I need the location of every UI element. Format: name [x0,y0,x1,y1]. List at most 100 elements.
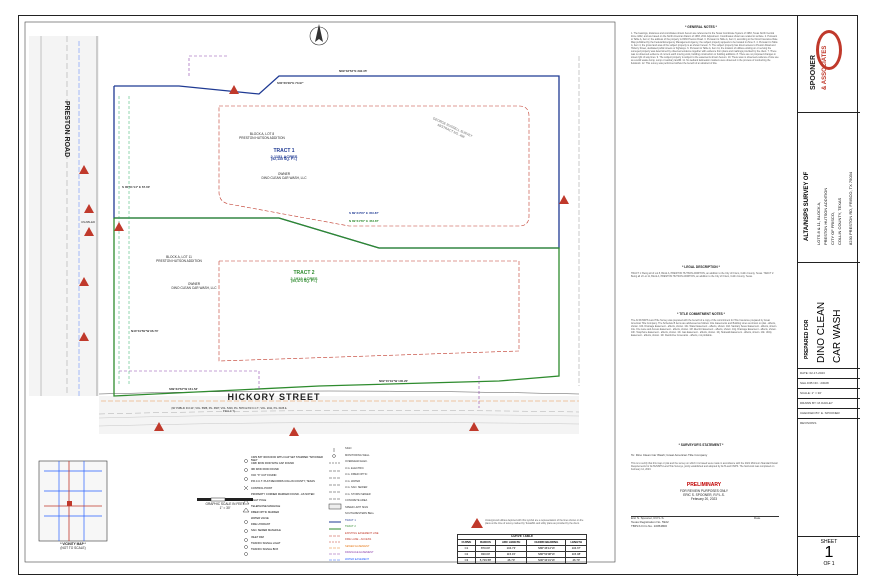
general-notes-title: * GENERAL NOTES * [685,25,717,29]
sheet-label: SHEET [820,539,838,545]
legend-item: FIRE LANE - ACCESS [345,538,372,541]
title-commit-body: The ALTA/NSPS Land Title Survey was prep… [631,319,777,337]
legend-item: FIBER OPTIC MARKER [251,511,280,515]
legend-item: CIRS 5/8" IRON ROD WITH CAP SET STAMPED … [251,456,323,462]
underground-note: Underground utilities depicted with this… [485,519,584,525]
sign-name: Eric S. Spooner, R.P.L.S. [631,516,665,520]
legend-item: WATER EASEMENT [345,557,370,561]
plan-drawing [24,21,616,563]
survey-sheet: PRESTON ROAD HICKORY STREET (60' PUBLIC … [18,15,860,576]
legend-item: SIGN [345,447,352,450]
road-hickory-sub: (60' PUBLIC R.O.W.; VOL. 5688, PG. 3667;… [171,407,287,413]
legend-item: TELEPHONE MANHOLE [251,504,281,508]
bearing-west: N40°31'59"W 96.70' [131,329,159,333]
curve-table-cell: N00°34'31"W [526,556,567,564]
vicinity-map [38,460,108,542]
legend-item: WATER VALVE [251,517,269,521]
lot-line-1: LOTS 8 & 11, BLOCK A, [816,201,821,245]
legend-item: PROPERTY CORNER MARKER FOUND - AS NOTED [251,492,315,496]
legend-symbols [242,448,342,561]
tb-date: DATE: 02-17-2023 [800,371,825,375]
bearing-south: N82°15'19"W 100.20' [379,379,409,383]
prelim-name: ERIC S. SPOONER, R.P.L.S. [683,493,725,497]
legend-item: SEWER EASEMENT [345,544,370,548]
project-address: 8230 PRESTON RD, FRISCO, TX 75034 [848,172,853,245]
tb-scale: SCALE: 1" = 30' [800,391,822,395]
legend-item: SPEED LIMIT SIGN [345,505,369,509]
lot-line-2: PRESTON HUTSON ADDITION [823,187,828,245]
sheet-number: 1 [824,544,834,561]
tb-job: S&A JOB NO.: 23028 [800,381,829,385]
survey-title: ALTA/NSPS SURVEY OF [804,171,810,241]
tb-revisions: REVISIONS [800,421,817,425]
lot-line-3: CITY OF FRISCO, [830,211,835,245]
legal-title: * LEGAL DESCRIPTION * [682,265,720,269]
curve-table-cell: 5,729.58' [474,556,497,564]
legend-item: U.G. FIBER OPTIC [345,473,368,476]
tb-checked: CHECKED BY: E. SPOONER [800,411,840,415]
prepared-for: PREPARED FOR [804,319,810,359]
surveyor-title: * SURVEYOR'S STATEMENT * [678,443,724,447]
north-arrow [309,24,329,46]
tract2-label: TRACT 2 2.1919 ACRES (95,473 SQ. FT.) [290,270,318,284]
legend-item: LIGHT POLE [251,498,267,502]
curve-table-title: CURVE TABLE [457,534,587,539]
legend-item: U.G. WATER [345,479,361,483]
legend-item: EXISTING EASEMENT LINE [345,531,379,535]
prelim-stamp: PRELIMINARY [686,482,722,488]
general-notes-body: 1. The bearings, distances and coordinat… [631,32,779,65]
unabled-label: UNABLED [81,220,96,224]
legend-item: U.G. STORM SEWER [345,492,371,496]
legend-item: TRACT 1 [345,518,356,522]
legal-body: TRACT 1: Being all of Lot 8, Block A, PR… [631,272,774,278]
firm-logo: SPOONER & ASSOCIATES [802,22,856,92]
legend-item: MONITORING WELL [345,453,370,457]
sheet-of: OF 1 [823,561,835,567]
surveyor-to: To: Dino Clean Car Wash; Great American … [631,453,708,457]
legend-item: CIRF IRON ROD WITH CAP FOUND [251,462,295,466]
legend-item: TRACT 2 [345,525,356,528]
curve-table-cell: 46.70' [565,556,587,564]
legend-item: SAN. SEWER MANHOLE [251,529,281,533]
legend-item: TRAFFIC SIGNAL LIGHT [251,541,281,545]
vicinity-title: * VICINITY MAP * [60,542,86,546]
graphic-scale [197,497,253,502]
prelim-sub: FOR REVIEW PURPOSES ONLY [679,489,729,493]
road-preston-label: PRESTON ROAD [63,100,70,158]
scale-label: GRAPHIC SCALE IN FEET [205,502,245,506]
tb-drawn: DRAWN BY: M.OAKLEY [800,401,833,405]
sign-date: Date [754,516,761,520]
legend-item: TRAFFIC SIGNAL BOX [251,547,279,551]
legend-item: P.R.C.C.T. PLAT RECORDS COLLIN COUNTY, T… [251,480,315,484]
legend-item: SOUTHWESTERN BELL [345,512,375,515]
tract1-boundary [113,75,560,249]
legend-item: U.G. ELECTRIC [345,466,364,470]
bearing-mid-top: S 89°34'56" E 453.87' [349,211,379,215]
title-block: SPOONER & ASSOCIATES ALTA/NSPS SURVEY OF… [797,16,860,576]
tract1-label: TRACT 1 2.1151 ACRES (92,135 SQ. FT.) [270,148,298,162]
tract2-boundary [113,217,560,397]
client-name-1: DINO CLEAN [816,301,827,363]
bearing-mid-bot: N 89°34'56" E 453.87' [349,219,379,223]
bearing-west2: S 00°51'14" E 67.00' [122,185,151,189]
road-hickory-label: HICKORY STREET [227,392,321,402]
title-commit-title: * TITLE COMMITMENT NOTES * [677,312,725,316]
bearing-ne: S00°26'29"E 70.97' [277,81,304,85]
sign-reg: Texas Registration No. 5922 [631,520,669,524]
sign-firm: TBPLS Firm No. 10054800 [631,524,668,528]
client-name-2: CAR WASH [832,309,843,363]
curve-table-cell: C3 [457,556,476,564]
bearing-north: N89°33'53"E 292.35' [339,69,368,73]
prelim-date: February 20, 2023 [690,497,718,501]
bearing-south2: S89°33'53"W 161.53' [169,387,198,391]
legend-item: INLET RIM [251,535,264,539]
surveyor-body: This is to certify that this map or plat… [631,462,778,471]
legend-item: FIRE HYDRANT [251,523,271,527]
